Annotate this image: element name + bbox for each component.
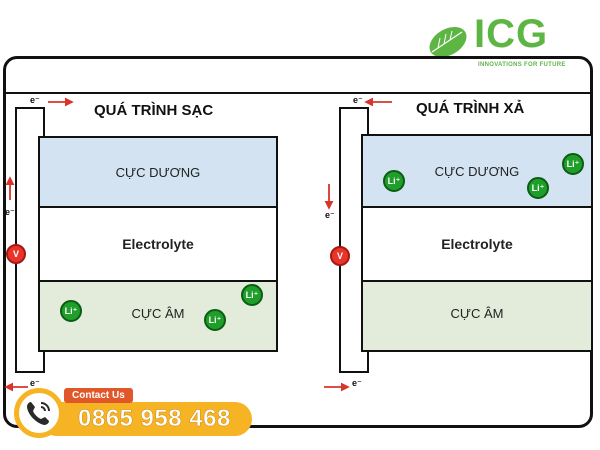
- charging-li-ion: Li⁺: [60, 300, 82, 322]
- leaf-logo-icon: [429, 26, 467, 58]
- charging-positive-label: CỰC DƯƠNG: [115, 164, 201, 180]
- charging-title: QUÁ TRÌNH SẠC: [94, 102, 214, 119]
- charging-electron-side: e⁻: [5, 207, 15, 217]
- discharging-electron-side: e⁻: [325, 210, 335, 220]
- discharging-electron-top: e⁻: [353, 95, 363, 105]
- phone-icon: [27, 402, 50, 425]
- discharging-li-ion: Li⁺: [562, 153, 584, 175]
- phone-icon-circle[interactable]: [14, 388, 64, 438]
- brand-name: ICG: [474, 12, 549, 56]
- charging-positive-electrode: CỰC DƯƠNG: [38, 136, 278, 208]
- discharging-negative-electrode: CỰC ÂM: [361, 280, 593, 352]
- charging-electron-top: e⁻: [30, 95, 40, 105]
- discharging-negative-label: CỰC ÂM: [450, 305, 504, 321]
- charging-li-ion: Li⁺: [241, 284, 263, 306]
- discharging-electrolyte-label: Electrolyte: [441, 236, 513, 252]
- charging-electron-bottom: e⁻: [30, 378, 40, 388]
- discharging-li-ion: Li⁺: [383, 170, 405, 192]
- charging-electrolyte: Electrolyte: [38, 206, 278, 282]
- discharging-voltmeter: V: [330, 246, 350, 266]
- charging-negative-label: CỰC ÂM: [131, 305, 185, 321]
- header-divider: [3, 92, 593, 94]
- discharging-title: QUÁ TRÌNH XẢ: [416, 100, 525, 117]
- charging-voltmeter: V: [6, 244, 26, 264]
- contact-label: Contact Us: [64, 388, 133, 403]
- discharging-electron-bottom: e⁻: [352, 378, 362, 388]
- discharging-li-ion: Li⁺: [527, 177, 549, 199]
- charging-li-ion: Li⁺: [204, 309, 226, 331]
- discharging-positive-label: CỰC DƯƠNG: [434, 163, 520, 179]
- contact-phone-number[interactable]: 0865 958 468: [78, 405, 231, 432]
- contact-phone-bar[interactable]: [40, 402, 252, 436]
- discharging-electrolyte: Electrolyte: [361, 206, 593, 282]
- brand-tagline: INNOVATIONS FOR FUTURE: [478, 62, 566, 68]
- charging-electrolyte-label: Electrolyte: [122, 236, 194, 252]
